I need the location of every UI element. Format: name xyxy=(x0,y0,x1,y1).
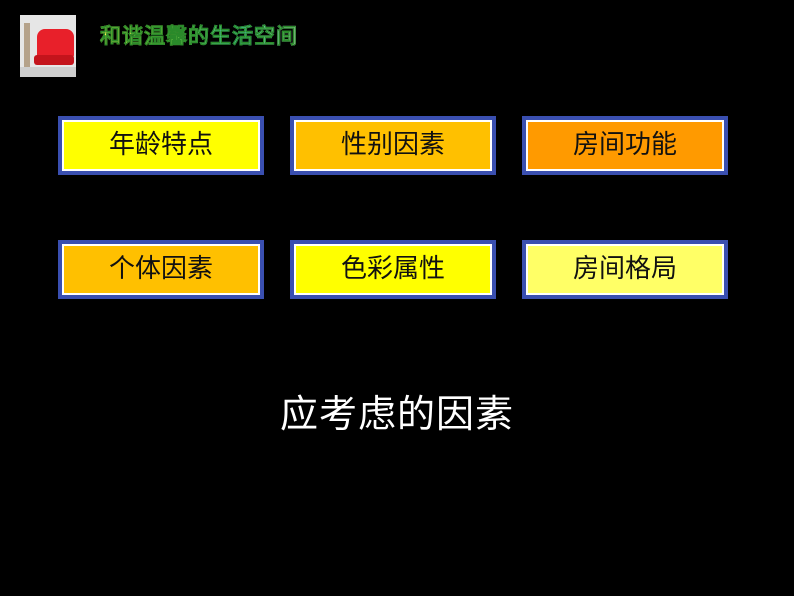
chair-logo-image xyxy=(20,15,76,77)
factor-box-gender: 性别因素 xyxy=(290,116,496,175)
lamp-shape xyxy=(24,23,30,67)
factor-box-room-layout: 房间格局 xyxy=(522,240,728,299)
factor-box-individual: 个体因素 xyxy=(58,240,264,299)
factor-box-age: 年龄特点 xyxy=(58,116,264,175)
factor-label: 年龄特点 xyxy=(108,130,213,160)
factor-label: 色彩属性 xyxy=(340,254,445,284)
factor-label: 性别因素 xyxy=(340,130,445,160)
factor-label: 个体因素 xyxy=(108,254,213,284)
factor-box-color: 色彩属性 xyxy=(290,240,496,299)
slide-title: 和谐温馨的生活空间 xyxy=(100,20,298,50)
factor-label: 房间功能 xyxy=(572,130,677,160)
slide-caption: 应考虑的因素 xyxy=(279,392,514,436)
chair-back-shape xyxy=(37,29,74,57)
floor-shape xyxy=(20,67,76,77)
factor-label: 房间格局 xyxy=(572,254,677,284)
chair-seat-shape xyxy=(34,55,74,65)
factor-box-room-function: 房间功能 xyxy=(522,116,728,175)
